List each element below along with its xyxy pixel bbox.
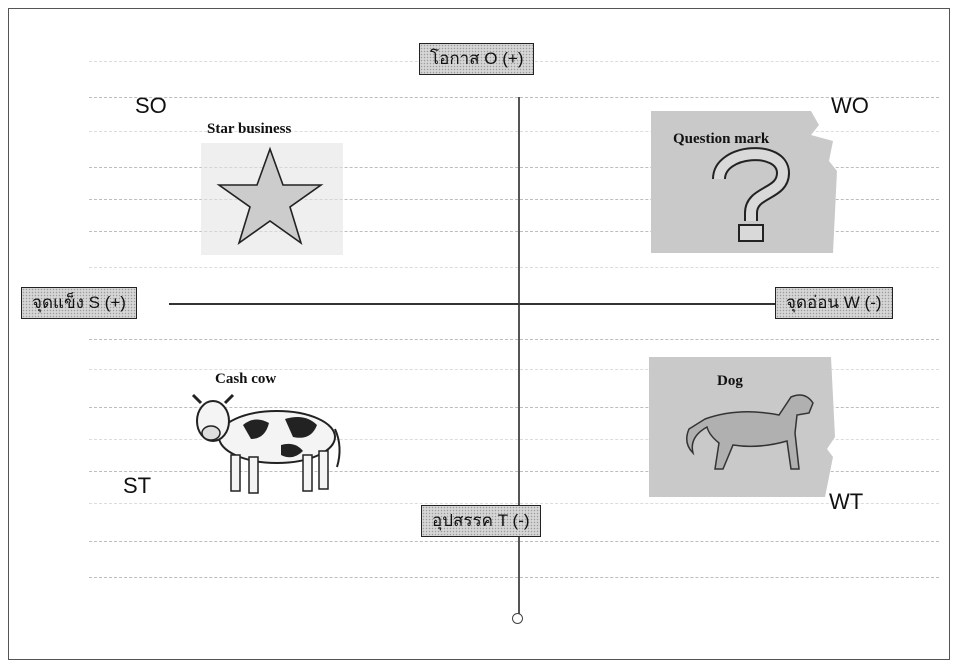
quadrant-so-label: SO bbox=[135, 93, 167, 118]
background-rule bbox=[89, 577, 939, 578]
question-caption: Question mark bbox=[673, 131, 770, 147]
dog-icon bbox=[649, 357, 835, 497]
question-mark-icon bbox=[651, 111, 837, 253]
horizontal-axis bbox=[169, 303, 789, 305]
cow-caption: Cash cow bbox=[215, 371, 277, 387]
quadrant-wo-label: WO bbox=[831, 93, 869, 118]
background-rule bbox=[89, 97, 939, 98]
axis-end-circle-icon bbox=[512, 613, 523, 624]
background-rule bbox=[89, 231, 939, 232]
background-rule bbox=[89, 267, 939, 268]
star-icon bbox=[201, 143, 343, 255]
star-caption: Star business bbox=[207, 121, 292, 137]
threat-label: อุปสรรค T (-) bbox=[421, 505, 541, 537]
swot-diagram-frame: โอกาส O (+) อุปสรรค T (-) จุดแข็ง S (+) … bbox=[8, 8, 950, 660]
background-rule bbox=[89, 471, 939, 472]
background-rule bbox=[89, 339, 939, 340]
background-rule bbox=[89, 199, 939, 200]
background-rule bbox=[89, 131, 939, 132]
background-rule bbox=[89, 407, 939, 408]
cow-icon bbox=[191, 393, 341, 494]
background-rule bbox=[89, 369, 939, 370]
background-rule bbox=[89, 167, 939, 168]
background-rule bbox=[89, 541, 939, 542]
opportunity-label: โอกาส O (+) bbox=[419, 43, 535, 75]
dog-caption: Dog bbox=[717, 373, 743, 389]
quadrant-st-label: ST bbox=[123, 473, 152, 498]
background-rule bbox=[89, 503, 939, 504]
quadrant-wt-label: WT bbox=[829, 489, 864, 514]
vertical-axis bbox=[518, 97, 520, 615]
weakness-label: จุดอ่อน W (-) bbox=[775, 287, 893, 319]
strength-label: จุดแข็ง S (+) bbox=[21, 287, 137, 319]
background-rule bbox=[89, 439, 939, 440]
